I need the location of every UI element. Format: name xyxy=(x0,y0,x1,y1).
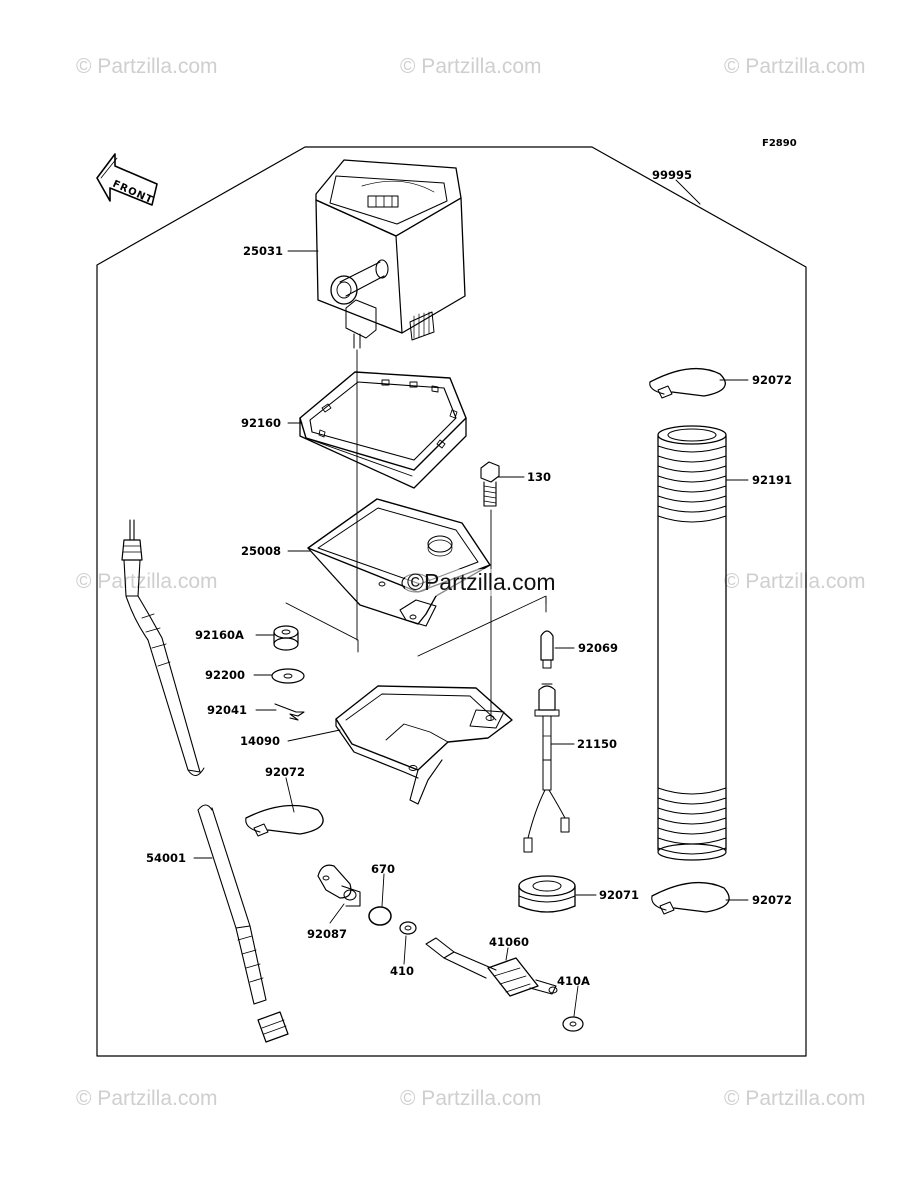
pinion-gear xyxy=(425,937,558,997)
meter-assembly xyxy=(315,159,466,349)
cable-clamp xyxy=(245,804,324,837)
watermark: © Partzilla.com xyxy=(76,570,218,593)
watermark: © Partzilla.com xyxy=(724,55,866,78)
guide-line xyxy=(417,595,547,657)
bulb-socket xyxy=(523,683,570,853)
part-label-92191[interactable]: 92191 xyxy=(752,473,792,487)
assembly-outline xyxy=(96,146,807,1057)
part-label-41060[interactable]: 41060 xyxy=(489,935,529,949)
guide-line xyxy=(285,602,359,653)
gear-housing xyxy=(317,864,361,907)
watermark: © Partzilla.com xyxy=(724,570,866,593)
part-label-92041[interactable]: 92041 xyxy=(207,703,247,717)
part-label-25008[interactable]: 25008 xyxy=(241,544,281,558)
lower-cover xyxy=(335,685,513,805)
part-label-25031[interactable]: 25031 xyxy=(243,244,283,258)
watermark: © Partzilla.com xyxy=(76,1087,218,1110)
part-label-92072[interactable]: 92072 xyxy=(752,373,792,387)
boot-tube xyxy=(657,425,727,861)
leader-lines xyxy=(193,179,749,1017)
cable-clamp xyxy=(649,368,726,399)
part-label-92072[interactable]: 92072 xyxy=(265,765,305,779)
part-label-92087[interactable]: 92087 xyxy=(307,927,347,941)
part-label-410A[interactable]: 410A xyxy=(557,974,590,988)
part-label-99995[interactable]: 99995 xyxy=(652,168,692,182)
part-label-92069[interactable]: 92069 xyxy=(578,641,618,655)
front-label: FRONT xyxy=(111,179,155,207)
part-label-670[interactable]: 670 xyxy=(371,862,395,876)
washer xyxy=(271,668,305,684)
watermark: © Partzilla.com xyxy=(724,1087,866,1110)
clip xyxy=(274,703,305,721)
nut xyxy=(562,1016,584,1032)
watermark: © Partzilla.com xyxy=(76,55,218,78)
front-arrow-icon: FRONT xyxy=(96,153,158,207)
center-watermark: ©Partzilla.com xyxy=(405,569,558,596)
screw xyxy=(480,461,500,721)
part-label-92160A[interactable]: 92160A xyxy=(195,628,244,642)
o-ring xyxy=(368,906,392,926)
grommet xyxy=(273,625,299,651)
grommet xyxy=(518,875,576,913)
part-label-54001[interactable]: 54001 xyxy=(146,851,186,865)
part-label-21150[interactable]: 21150 xyxy=(577,737,617,751)
watermark: © Partzilla.com xyxy=(400,1087,542,1110)
washer xyxy=(399,921,417,935)
speedometer-cable xyxy=(121,519,289,1043)
part-label-92200[interactable]: 92200 xyxy=(205,668,245,682)
rubber-frame xyxy=(299,371,467,489)
part-label-92160[interactable]: 92160 xyxy=(241,416,281,430)
part-label-410[interactable]: 410 xyxy=(390,964,414,978)
figure-code: F2890 xyxy=(762,138,797,149)
part-label-130[interactable]: 130 xyxy=(527,470,551,484)
watermark: © Partzilla.com xyxy=(400,55,542,78)
part-label-14090[interactable]: 14090 xyxy=(240,734,280,748)
part-labels: 99995 25031 92072 92160 130 92191 25008 … xyxy=(146,168,792,988)
meter-case xyxy=(307,498,491,627)
part-label-92071[interactable]: 92071 xyxy=(599,888,639,902)
bulb xyxy=(540,630,554,669)
part-label-92072[interactable]: 92072 xyxy=(752,893,792,907)
cable-clamp xyxy=(651,882,730,915)
